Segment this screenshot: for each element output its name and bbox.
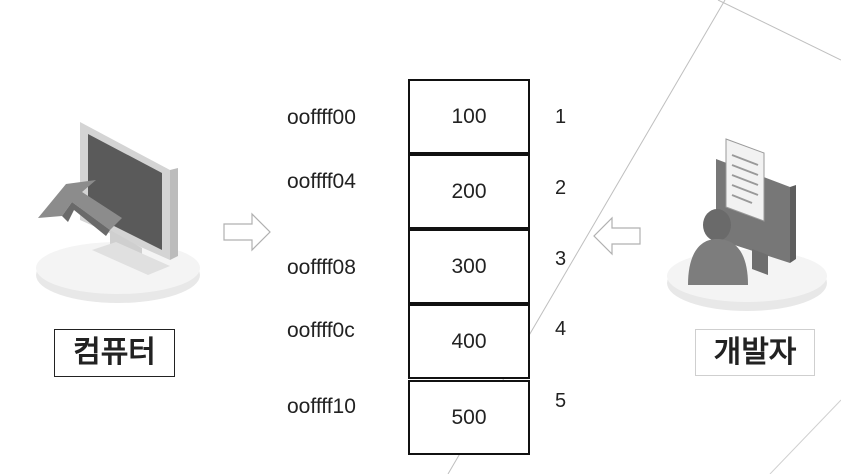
memory-cell: 100 <box>408 79 530 154</box>
index-label: 3 <box>555 248 567 270</box>
memory-cell: 500 <box>408 380 530 455</box>
computer-label: 컴퓨터 <box>54 329 175 377</box>
index-label: 2 <box>555 177 567 199</box>
address-label: ooffff08 <box>287 256 356 279</box>
address-label: ooffff0c <box>287 319 355 342</box>
memory-value: 300 <box>451 255 487 278</box>
computer-icon <box>30 110 205 310</box>
memory-value: 100 <box>451 105 487 128</box>
address-label: ooffff10 <box>287 395 356 418</box>
index-label: 4 <box>555 318 567 340</box>
developer-label-text: 개발자 <box>713 336 797 369</box>
memory-cell: 200 <box>408 154 530 229</box>
right-arrow-icon <box>223 212 271 252</box>
memory-cell: 300 <box>408 229 530 304</box>
index-label: 5 <box>555 390 567 412</box>
address-label: ooffff04 <box>287 170 356 193</box>
developer-label: 개발자 <box>695 329 815 376</box>
developer-icon <box>660 135 835 325</box>
memory-cell: 400 <box>408 304 530 379</box>
memory-value: 500 <box>451 406 487 429</box>
index-label: 1 <box>555 106 567 128</box>
left-arrow-icon <box>593 216 641 256</box>
memory-value: 200 <box>451 180 487 203</box>
memory-value: 400 <box>451 330 487 353</box>
computer-label-text: 컴퓨터 <box>73 336 156 369</box>
address-label: ooffff00 <box>287 106 356 129</box>
